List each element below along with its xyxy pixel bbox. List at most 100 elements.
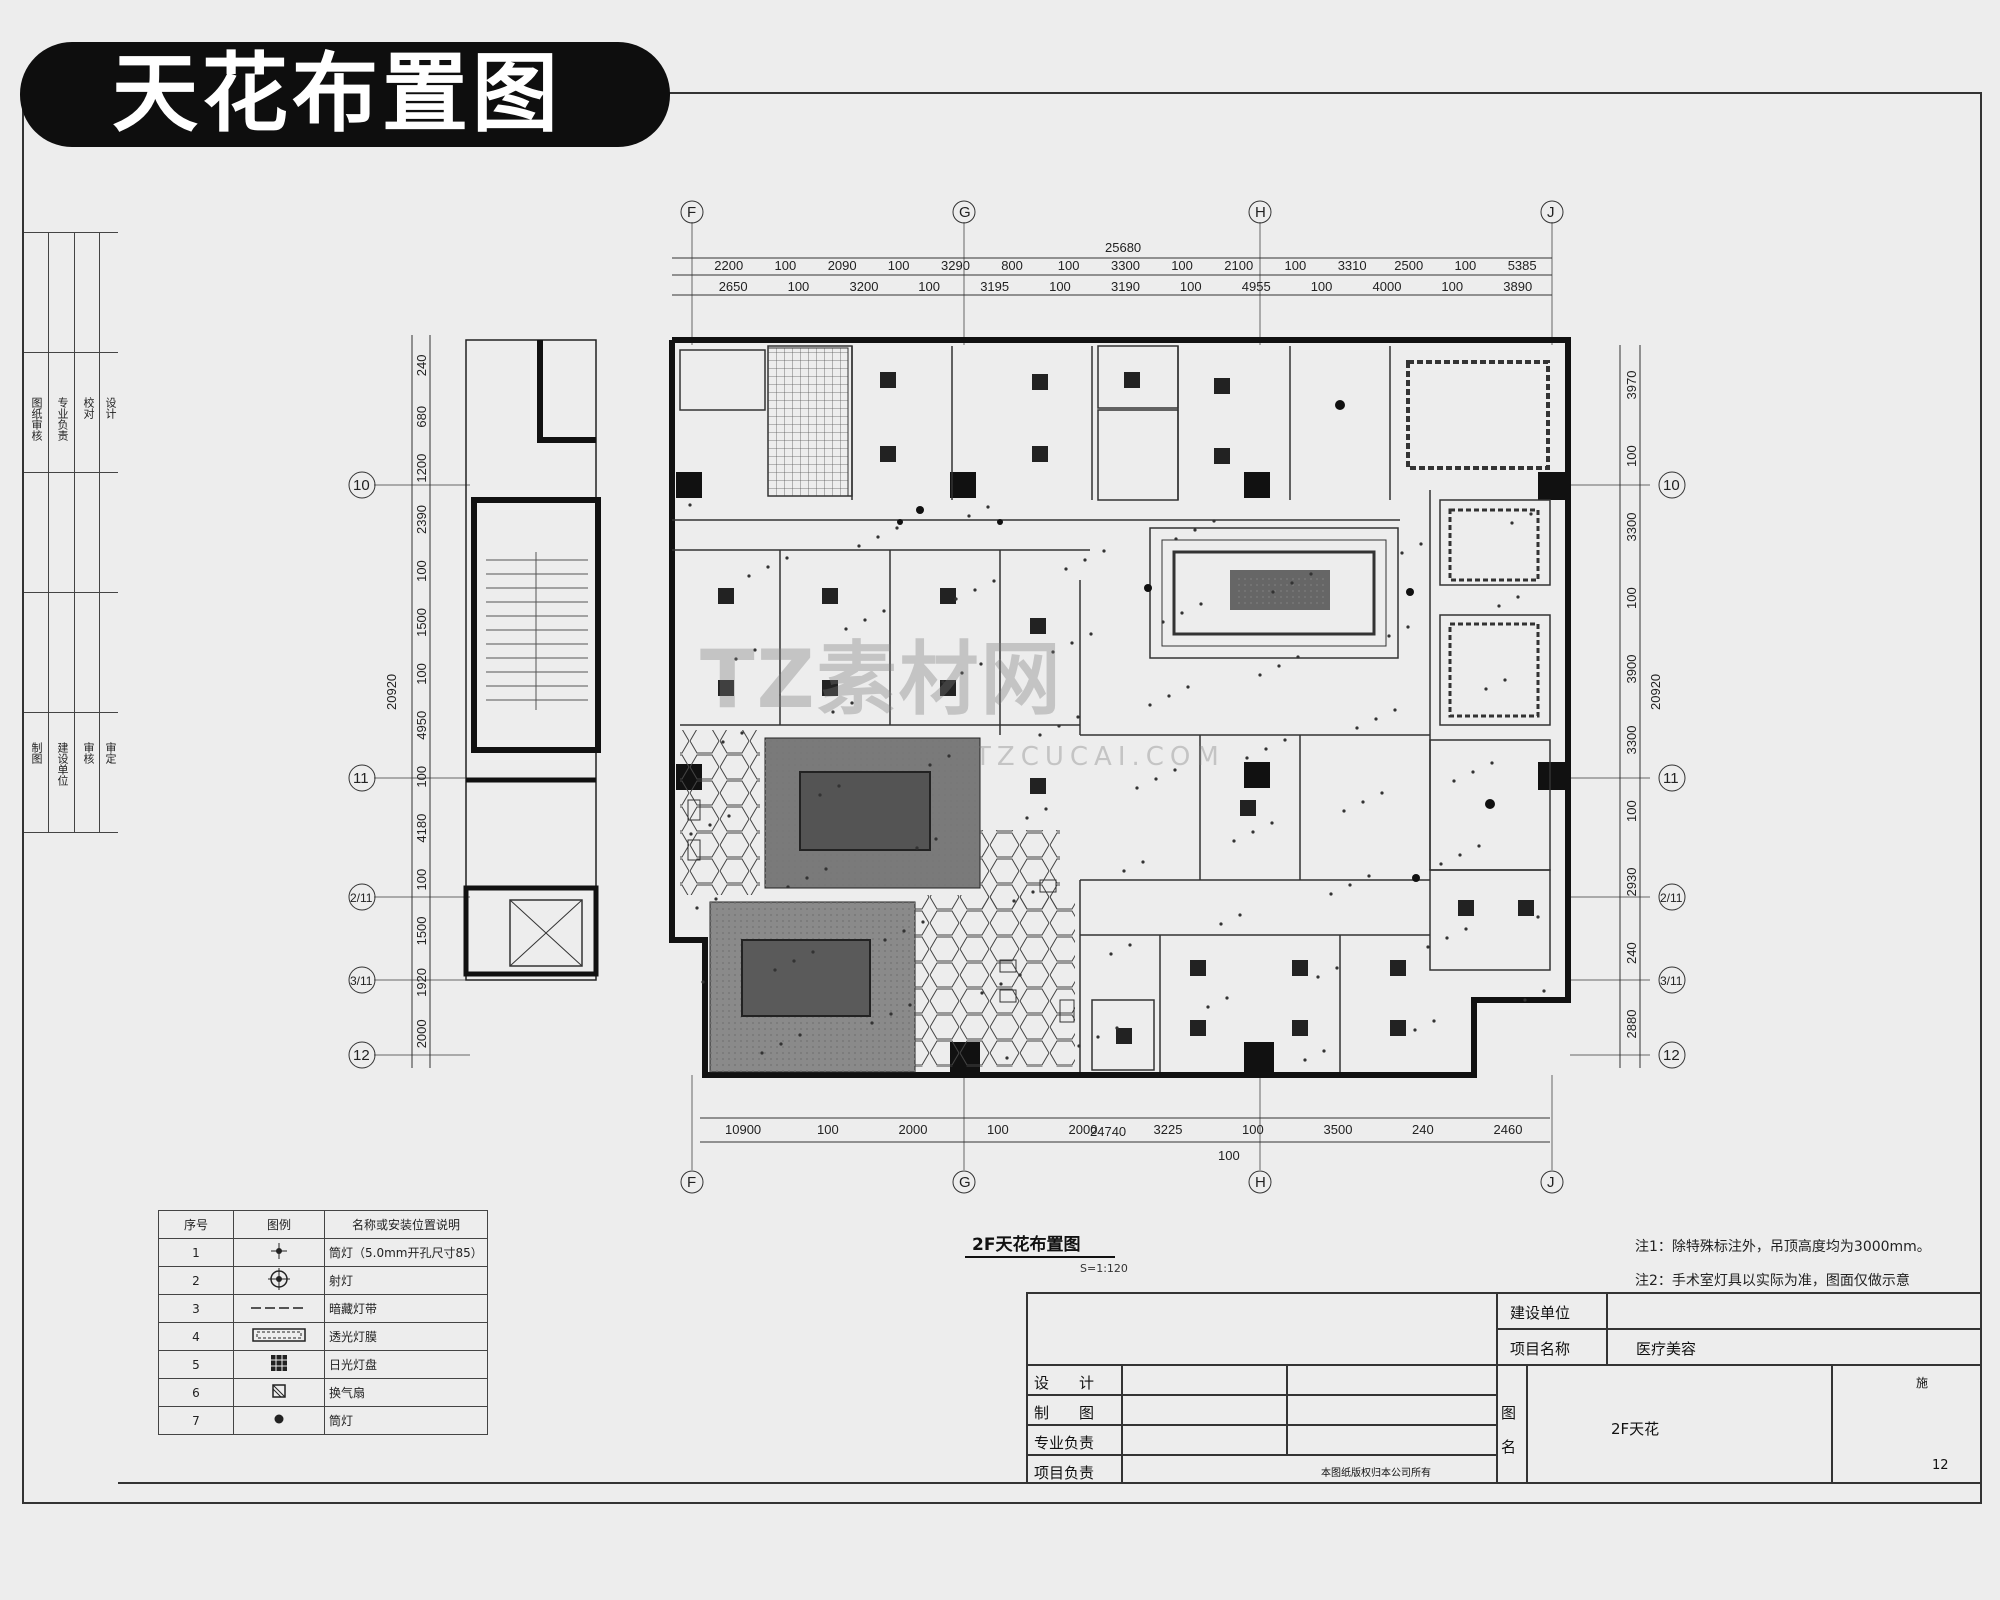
dimension-value: 100	[987, 1122, 1009, 1137]
legend-row: 7 筒灯	[158, 1406, 488, 1435]
spot-light	[1212, 519, 1216, 523]
spot-light-dots	[688, 503, 1546, 1062]
strip-line	[24, 832, 118, 833]
stair-core	[463, 339, 601, 981]
spot-light	[786, 885, 790, 889]
axis-grid	[374, 222, 1650, 1170]
legend-no: 5	[158, 1350, 234, 1379]
dimension-value: 100	[1242, 1122, 1264, 1137]
dimension-value: 4955	[1242, 279, 1271, 294]
owner-label: 建设单位	[1510, 1304, 1571, 1322]
spot-light	[1135, 786, 1139, 790]
legend-table: 序号 图例 名称或安装位置说明 1 筒灯（5.0mm开孔尺寸85） 2 射灯 3…	[158, 1210, 488, 1435]
dimension-value: 3300	[1624, 513, 1639, 542]
spot-light	[1464, 927, 1468, 931]
dimension-value: 100	[888, 258, 910, 273]
legend-no: 6	[158, 1378, 234, 1407]
spot-light	[1012, 899, 1016, 903]
spot-light	[760, 1051, 764, 1055]
spot-light	[863, 618, 867, 622]
dimension-value: 5385	[1508, 258, 1537, 273]
spot-light	[1406, 625, 1410, 629]
dimension-value: 10900	[725, 1122, 761, 1137]
spot-light	[747, 574, 751, 578]
grille-panels	[718, 372, 1534, 1044]
dimension-value: 3970	[1624, 371, 1639, 400]
rights-note: 本图纸版权归本公司所有	[1321, 1468, 1431, 1479]
dimension-value: 4000	[1373, 279, 1402, 294]
strip-vline	[74, 232, 75, 832]
strip-label: 设计	[104, 397, 117, 419]
spot-light	[1199, 602, 1203, 606]
dimension-value: 2000	[1069, 1122, 1098, 1137]
spot-light	[740, 731, 744, 735]
spot-light	[1490, 761, 1494, 765]
spot-light	[870, 1021, 874, 1025]
spot-light	[844, 627, 848, 631]
dimension-value: 2650	[719, 279, 748, 294]
dimension-value: 3900	[1624, 655, 1639, 684]
dimension-value: 3300	[1111, 258, 1140, 273]
dimension-value: 100	[817, 1122, 839, 1137]
plan-scale: S=1:120	[1080, 1262, 1128, 1275]
spot-light	[1303, 1058, 1307, 1062]
spot-light	[1128, 943, 1132, 947]
strip-vline	[99, 232, 100, 832]
dimension-value: 100	[918, 279, 940, 294]
spot-light	[721, 740, 725, 744]
spot-light	[1329, 892, 1333, 896]
legend-header-icon: 图例	[233, 1210, 325, 1239]
axis-label-row: 12	[1663, 1047, 1680, 1064]
spot-light	[1510, 521, 1514, 525]
spot-light	[779, 1042, 783, 1046]
axis-label-row: 3/11	[1660, 974, 1683, 988]
dimension-value: 3890	[1503, 279, 1532, 294]
spot-light	[1083, 558, 1087, 562]
strip-line	[24, 472, 118, 473]
dimension-value: 4180	[414, 814, 429, 843]
spot-light	[1051, 650, 1055, 654]
spot-light	[1477, 844, 1481, 848]
legend-row: 4 透光灯膜	[158, 1322, 488, 1351]
spot-light	[992, 579, 996, 583]
exhaust-fan-icon	[233, 1378, 325, 1407]
legend-desc: 暗藏灯带	[324, 1294, 488, 1323]
spot-light	[960, 671, 964, 675]
spot-light	[1005, 1056, 1009, 1060]
spot-light	[1290, 581, 1294, 585]
spot-light	[1536, 915, 1540, 919]
legend-desc: 日光灯盘	[324, 1350, 488, 1379]
spot-light	[1025, 816, 1029, 820]
axis-label-row: 2/11	[1660, 891, 1683, 905]
dimension-value: 100	[414, 766, 429, 788]
spot-light	[1387, 634, 1391, 638]
led-strip-icon	[233, 1294, 325, 1323]
dimension-value: 100	[414, 663, 429, 685]
spot-light	[818, 793, 822, 797]
axis-label-col-j: J	[1547, 204, 1555, 221]
toilet-fixtures	[687, 799, 1075, 1023]
spot-light	[882, 609, 886, 613]
axis-label-col-f: F	[687, 204, 696, 221]
strip-label: 审定	[104, 742, 117, 764]
spot-light	[1309, 572, 1313, 576]
spot-light	[1064, 567, 1068, 571]
downlight-dots	[897, 400, 1495, 882]
dimension-value: 2930	[1624, 868, 1639, 897]
spot-light	[708, 823, 712, 827]
strip-label: 审核	[82, 742, 95, 764]
spot-light	[1232, 839, 1236, 843]
axis-label-col-h: H	[1255, 1174, 1266, 1191]
spot-light	[734, 657, 738, 661]
spot-light	[1070, 641, 1074, 645]
spot-light	[1413, 1028, 1417, 1032]
spot-light	[1206, 1005, 1210, 1009]
dimension-value: 2090	[828, 258, 857, 273]
dimension-value: 1500	[414, 916, 429, 945]
light-film-panels	[1406, 360, 1550, 718]
spot-light	[1076, 715, 1080, 719]
